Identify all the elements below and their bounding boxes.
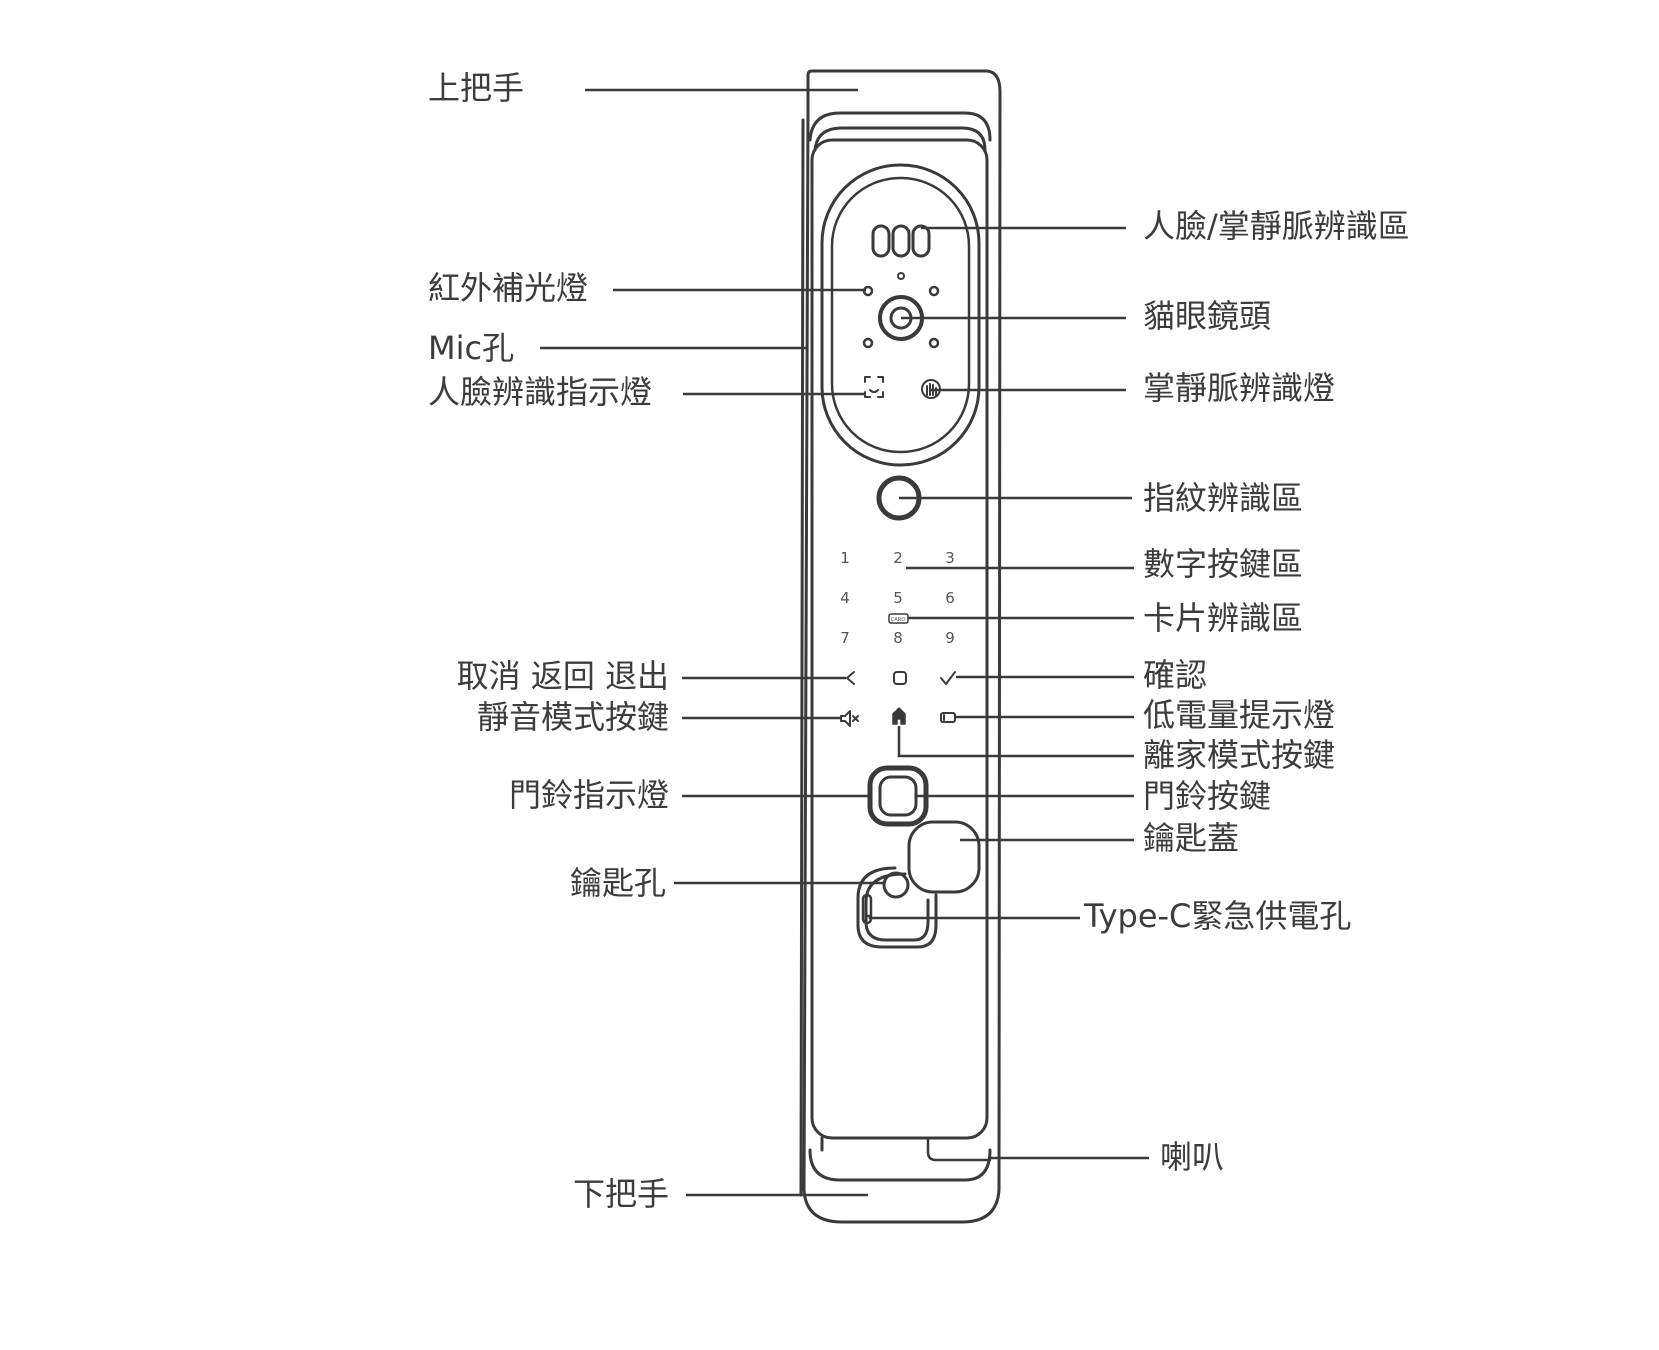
confirm-icon <box>940 671 956 685</box>
label-key-cover: 鑰匙蓋 <box>1143 819 1240 857</box>
home-icon <box>892 707 906 725</box>
key-8: 8 <box>893 629 903 647</box>
label-mic-hole: Mic孔 <box>428 329 515 367</box>
label-fingerprint-area: 指紋辨識區 <box>1143 479 1304 517</box>
keyhole-plate <box>856 866 938 949</box>
label-keypad-area: 數字按鍵區 <box>1143 545 1304 583</box>
label-typec-port: Type-C緊急供電孔 <box>1084 897 1352 935</box>
label-card-area: 卡片辨識區 <box>1143 599 1304 637</box>
face-camera-icon <box>871 224 931 280</box>
label-peephole-lens: 貓眼鏡頭 <box>1143 297 1272 335</box>
key-5: 5 <box>893 589 903 607</box>
label-confirm: 確認 <box>1143 656 1208 694</box>
label-face-indicator: 人臉辨識指示燈 <box>428 373 653 411</box>
mute-icon <box>840 710 859 727</box>
label-doorbell-key: 門鈴按鍵 <box>1143 777 1272 815</box>
recognition-window <box>820 163 981 467</box>
label-palm-vein-light: 掌靜脈辨識燈 <box>1143 369 1336 407</box>
label-lower-handle: 下把手 <box>572 1175 669 1213</box>
key-6: 6 <box>945 589 955 607</box>
key-2: 2 <box>893 549 903 567</box>
keypad: 1 2 3 4 5 6 7 8 9 CARD <box>840 549 955 647</box>
label-ir-fill-light: 紅外補光燈 <box>428 269 589 307</box>
key-4: 4 <box>840 589 850 607</box>
key-1: 1 <box>840 549 850 567</box>
speaker-slot <box>926 1136 992 1162</box>
ir-light-icons <box>862 285 940 349</box>
front-panel <box>810 138 989 1140</box>
label-speaker: 喇叭 <box>1160 1138 1225 1176</box>
battery-icon <box>940 712 956 723</box>
card-label: CARD <box>891 617 905 623</box>
label-cancel-back-exit: 取消 返回 退出 <box>456 657 669 695</box>
back-icon <box>846 671 855 685</box>
zero-key-icon <box>893 671 907 685</box>
key-7: 7 <box>840 629 850 647</box>
face-indicator-icon <box>864 376 884 398</box>
key-cover <box>907 820 981 894</box>
lock-body <box>799 69 1002 1224</box>
label-keyhole: 鑰匙孔 <box>569 864 666 902</box>
label-mute-key: 靜音模式按鍵 <box>476 698 669 736</box>
key-9: 9 <box>945 629 955 647</box>
key-3: 3 <box>945 549 955 567</box>
label-low-battery-light: 低電量提示燈 <box>1143 696 1336 734</box>
label-away-mode-key: 離家模式按鍵 <box>1143 736 1336 774</box>
typec-port-icon <box>861 893 873 925</box>
label-doorbell-indicator: 門鈴指示燈 <box>508 776 669 814</box>
lower-handle-edge <box>808 1148 992 1182</box>
leader-lines <box>540 88 1149 1197</box>
label-upper-handle: 上把手 <box>428 69 525 107</box>
label-face-palm-area: 人臉/掌靜脈辨識區 <box>1143 207 1410 245</box>
